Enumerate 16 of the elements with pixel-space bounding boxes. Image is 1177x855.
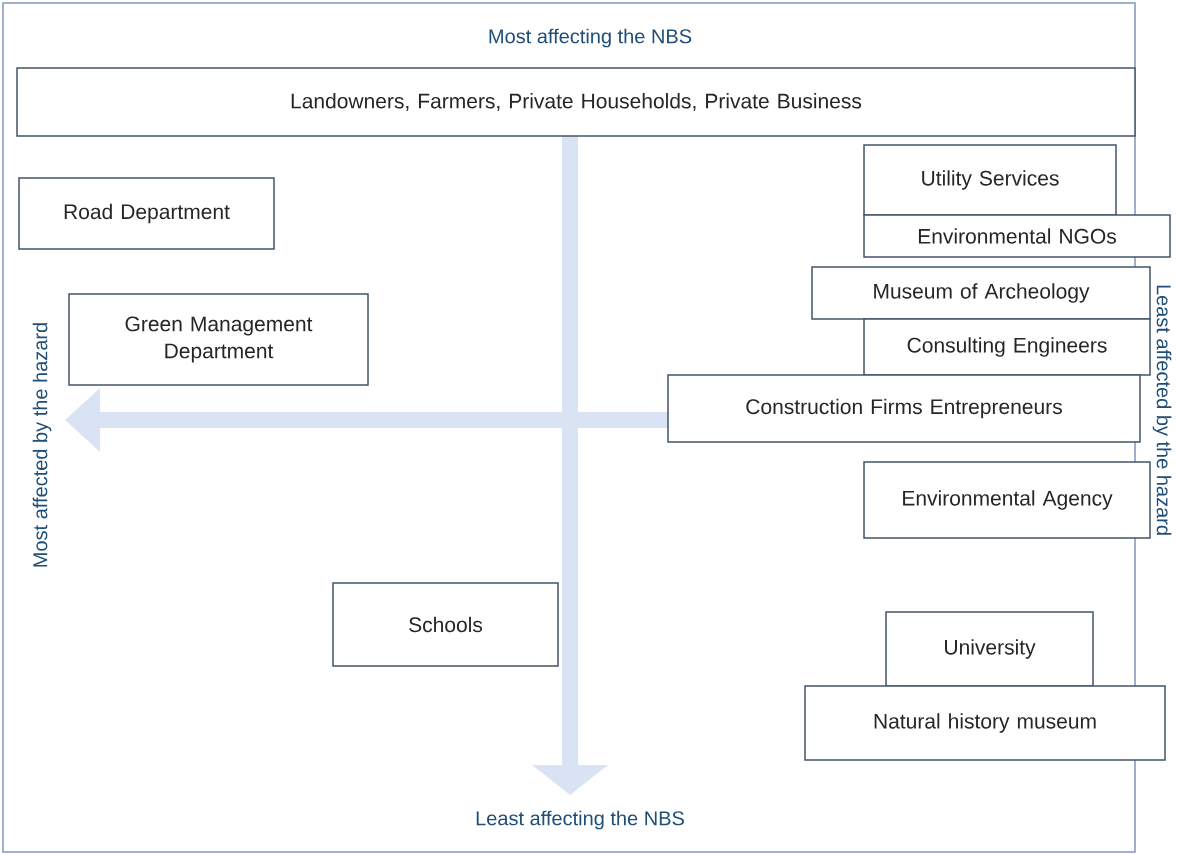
stakeholder-box: Natural history museum (804, 685, 1166, 761)
stakeholder-box: Environmental NGOs (863, 214, 1171, 258)
stakeholder-box: Schools (332, 582, 559, 667)
stakeholder-box: Construction Firms Entrepreneurs (667, 374, 1141, 443)
axis-label: Most affected by the hazard (32, 323, 52, 567)
axis-label: Least affected by the hazard (1152, 285, 1172, 535)
stakeholder-box: Landowners, Farmers, Private Households, Private Business (16, 67, 1136, 137)
stakeholder-box: Museum of Archeology (811, 266, 1151, 320)
stakeholder-box: Utility Services (863, 144, 1117, 216)
stakeholder-box: Road Department (18, 177, 275, 250)
axis-label: Most affecting the NBS (489, 28, 692, 48)
stakeholder-box: University (885, 611, 1094, 687)
stakeholder-box: Consulting Engineers (863, 318, 1151, 376)
stakeholder-box: Green Management Department (68, 293, 369, 386)
axis-label: Least affecting the NBS (476, 810, 684, 830)
stakeholder-box: Environmental Agency (863, 461, 1151, 539)
